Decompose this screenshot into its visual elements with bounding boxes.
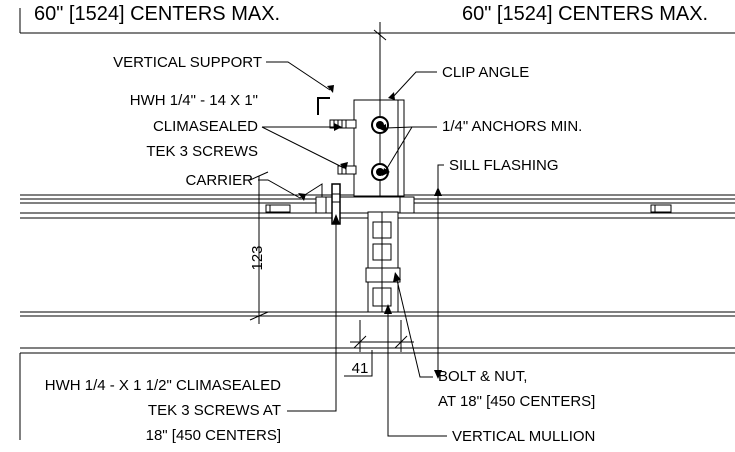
label-carrier: CARRIER — [185, 172, 253, 189]
label-anchors: 1/4" ANCHORS MIN. — [442, 118, 582, 135]
title-right: 60" [1524] CENTERS MAX. — [462, 3, 708, 25]
label-bottom-screw-1: HWH 1/4 - X 1 1/2" CLIMASEALED — [45, 377, 281, 394]
arrowheads — [298, 85, 442, 379]
label-bolt-nut-2: AT 18" [450 CENTERS] — [438, 393, 595, 410]
glazing-pockets — [265, 204, 672, 213]
label-bolt-nut-1: BOLT & NUT, — [438, 368, 527, 385]
label-bottom-screw-2: TEK 3 SCREWS AT — [148, 402, 281, 419]
label-hwh-screw-1: HWH 1/4" - 14 X 1" — [130, 92, 258, 109]
height-dimension-label: 123 — [249, 245, 266, 270]
height-dimension: 123 — [249, 171, 300, 324]
label-vertical-support: VERTICAL SUPPORT — [113, 54, 262, 71]
width-dimension-label: 41 — [352, 360, 369, 377]
vertical-mullion — [365, 211, 401, 313]
label-sill-flashing: SILL FLASHING — [449, 157, 558, 174]
label-vertical-mullion: VERTICAL MULLION — [452, 428, 595, 445]
label-clip-angle: CLIP ANGLE — [442, 64, 529, 81]
width-dimension: 41 — [344, 320, 414, 377]
label-hwh-screw-3: TEK 3 SCREWS — [146, 143, 258, 160]
label-hwh-screw-2: CLIMASEALED — [153, 118, 258, 135]
clip-angle — [353, 22, 405, 198]
label-bottom-screw-3: 18" [450 CENTERS] — [146, 427, 281, 444]
leader-lines — [258, 61, 447, 437]
title-left: 60" [1524] CENTERS MAX. — [34, 3, 280, 25]
vertical-support-hook — [317, 97, 330, 115]
